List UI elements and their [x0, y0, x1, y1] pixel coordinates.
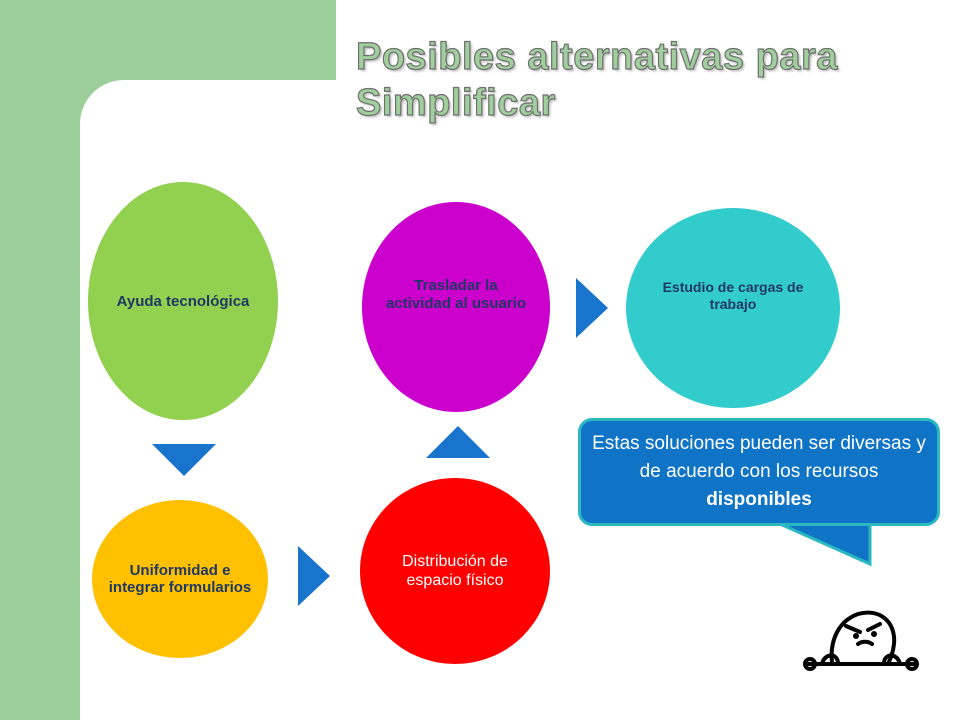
peeking-face-icon — [803, 610, 919, 671]
callout-bold-word: disponibles — [706, 489, 812, 510]
node-label: Ayuda tecnológica — [116, 292, 250, 310]
white-top-area — [336, 0, 960, 80]
callout-tail — [780, 522, 872, 566]
arrow-right-icon — [576, 278, 608, 338]
node-trasladar: Trasladar la actividad al usuario — [362, 202, 550, 412]
arrow-up-icon — [426, 426, 490, 458]
arrow-right-icon — [298, 546, 330, 606]
arrow-down-icon — [152, 444, 216, 476]
node-estudio: Estudio de cargas de trabajo — [626, 208, 840, 408]
node-label: Uniformidad e integrar formularios — [108, 562, 252, 596]
node-ayuda-tecnologica: Ayuda tecnológica — [88, 182, 278, 420]
node-label: Estudio de cargas de trabajo — [662, 279, 804, 312]
node-label: Distribución de espacio físico — [402, 553, 508, 589]
slide-title: Posibles alternativas para Simplificar — [355, 35, 838, 124]
node-label: Trasladar la actividad al usuario — [385, 277, 527, 312]
callout-bubble: Estas soluciones pueden ser diversas y d… — [578, 418, 940, 526]
node-uniformidad: Uniformidad e integrar formularios — [92, 500, 268, 658]
callout-text: Estas soluciones pueden ser diversas y d… — [592, 433, 926, 510]
node-distribucion: Distribución de espacio físico — [360, 478, 550, 664]
